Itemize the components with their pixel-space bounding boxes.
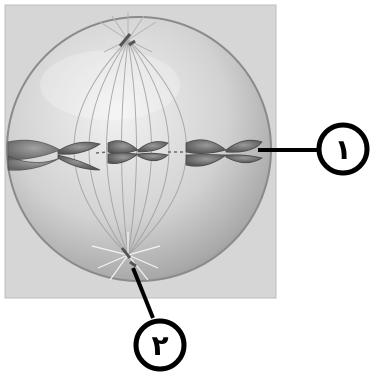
callout-2-label: ٢ (151, 329, 168, 362)
callout-1-label: ١ (334, 133, 351, 166)
